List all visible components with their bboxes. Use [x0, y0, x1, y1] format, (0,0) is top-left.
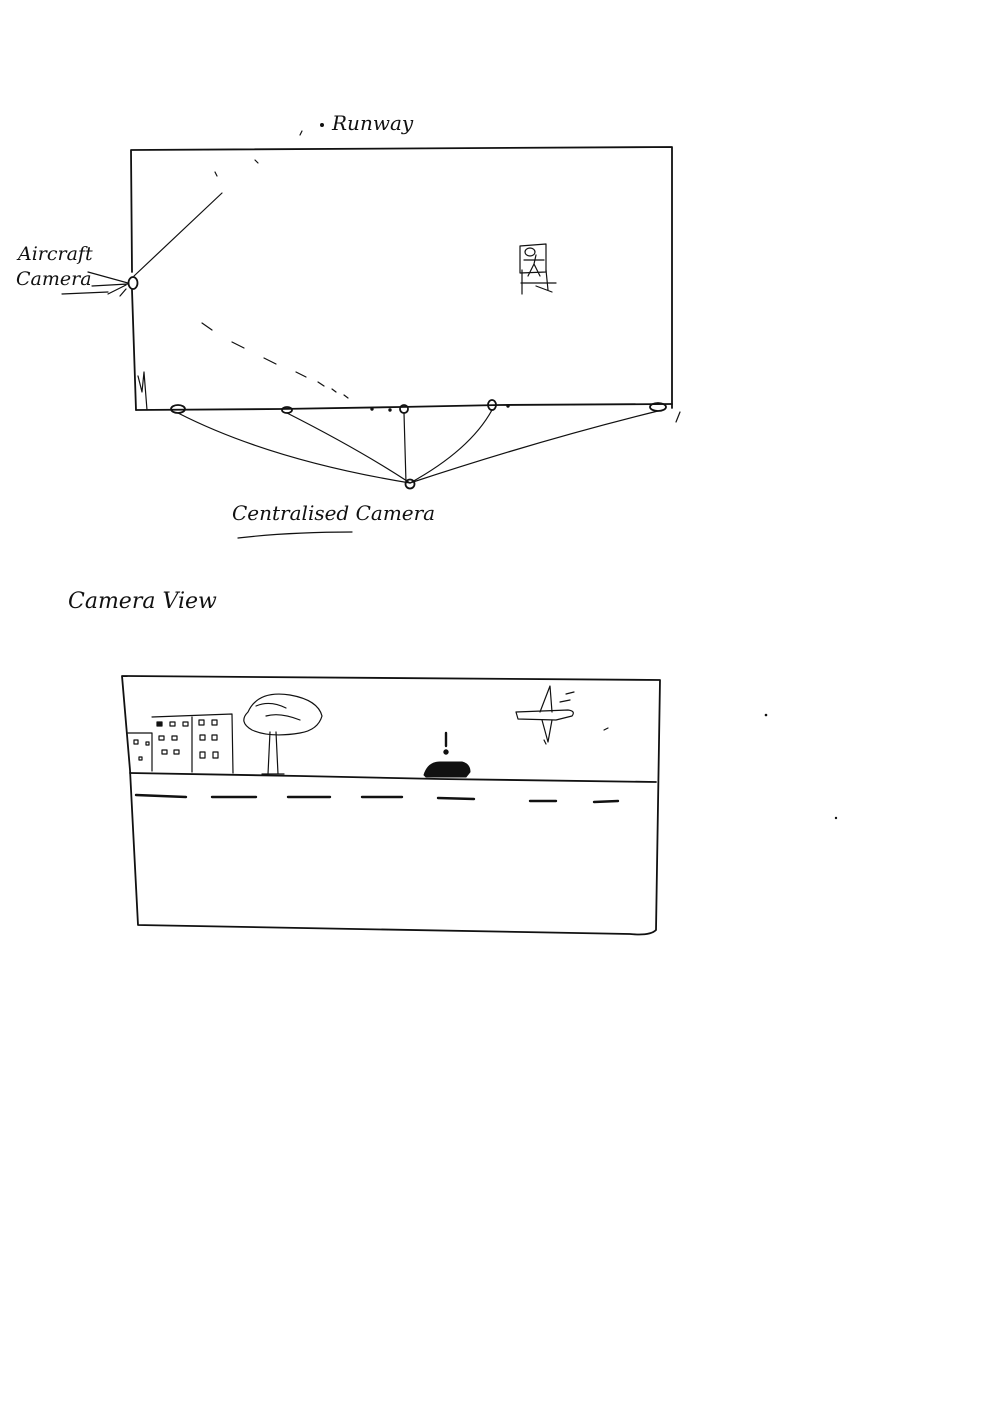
camera-view-title: Camera View: [68, 589, 217, 614]
tree-sketch: [244, 694, 322, 774]
paper-speck-1: [765, 714, 767, 716]
runway-rectangle: [131, 147, 672, 410]
aircraft-camera: Aircraft Camera: [16, 243, 138, 296]
centralised-camera: Centralised Camera: [232, 480, 435, 539]
baseline-camera-2-icon: [282, 407, 292, 413]
paper-speck-2: [835, 817, 836, 818]
runway-label-dot: [321, 124, 324, 127]
aircraft-camera-label-underline: [62, 292, 108, 294]
runway-plan-diagram: Runway Aircraft Camera: [16, 111, 680, 538]
centralised-camera-label-underline: [238, 532, 352, 538]
aircraft-camera-icon: [129, 277, 138, 289]
camera-view-section: Camera View: [68, 589, 837, 935]
baseline-end-tick: [676, 412, 680, 422]
centralised-camera-label: Centralised Camera: [232, 501, 435, 525]
runway-centerline-dashes: [136, 795, 618, 802]
runway-label-tick: [300, 131, 302, 135]
centralised-camera-icon: [406, 480, 415, 489]
aircraft-camera-label-line1: Aircraft: [16, 243, 93, 265]
runway-label: Runway: [331, 111, 414, 135]
left-edge-mark: [138, 372, 147, 410]
buildings-sketch: [128, 714, 233, 773]
aircraft-sketch: [516, 686, 608, 744]
dashed-sightline: [202, 323, 348, 398]
aircraft-camera-sightline: [134, 193, 222, 276]
runway-figure-sketch: [520, 244, 556, 294]
sightline-tick-1: [215, 172, 217, 176]
sightline-tick-2: [255, 160, 258, 163]
centralised-camera-links: [178, 410, 658, 483]
aircraft-camera-label-line2: Camera: [16, 268, 92, 290]
horizon-line: [130, 773, 656, 782]
vehicle-sketch: [424, 733, 470, 777]
